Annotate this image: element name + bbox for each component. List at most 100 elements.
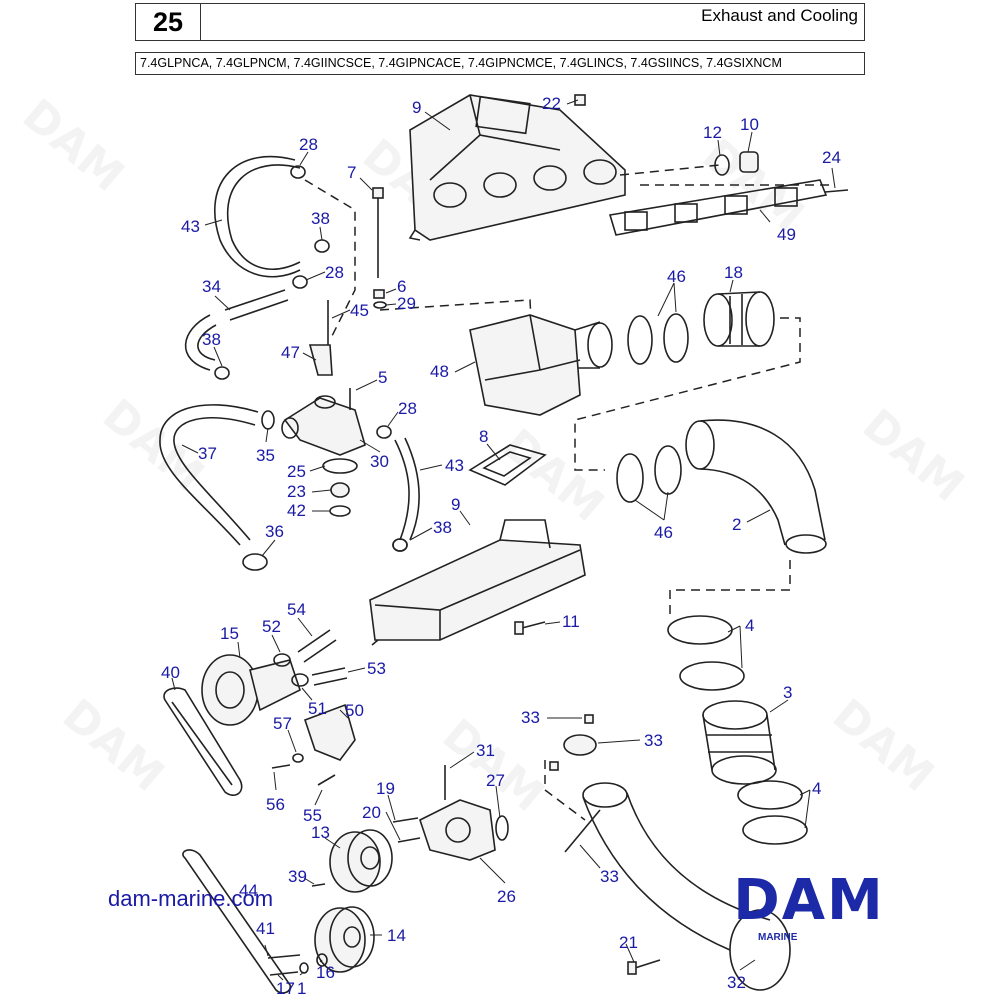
hose-clamp bbox=[261, 410, 275, 430]
callout-10: 10 bbox=[740, 115, 759, 134]
watermark-text: DAM bbox=[53, 689, 173, 802]
screw bbox=[584, 714, 594, 724]
hose bbox=[159, 404, 259, 546]
callout-38: 38 bbox=[433, 518, 452, 537]
callout-2: 2 bbox=[732, 515, 741, 534]
elbow-gasket bbox=[482, 451, 532, 477]
models-box: 7.4GLPNCA, 7.4GLPNCM, 7.4GIINCSCE, 7.4GI… bbox=[135, 52, 865, 75]
callout-33: 33 bbox=[644, 731, 663, 750]
exhaust-pipe bbox=[685, 419, 827, 554]
callout-28: 28 bbox=[325, 263, 344, 282]
hose bbox=[224, 289, 289, 321]
callout-43: 43 bbox=[181, 217, 200, 236]
nut bbox=[373, 289, 385, 299]
assembly-line bbox=[544, 760, 586, 821]
hose-clamp bbox=[376, 425, 392, 439]
callout-20: 20 bbox=[362, 803, 381, 822]
crank-pulley bbox=[314, 906, 375, 973]
callout-28: 28 bbox=[398, 399, 417, 418]
callout-55: 55 bbox=[303, 806, 322, 825]
tie-rod bbox=[372, 187, 384, 278]
bolt bbox=[271, 764, 291, 769]
callout-28: 28 bbox=[299, 135, 318, 154]
exhaust-tailpipe bbox=[582, 782, 791, 991]
callout-53: 53 bbox=[367, 659, 386, 678]
callout-23: 23 bbox=[287, 482, 306, 501]
hose bbox=[394, 437, 420, 541]
assembly-line bbox=[574, 317, 801, 471]
callout-44: 44 bbox=[239, 881, 258, 900]
callout-42: 42 bbox=[287, 501, 306, 520]
callout-21: 21 bbox=[619, 933, 638, 952]
callout-49: 49 bbox=[777, 225, 796, 244]
callout-9: 9 bbox=[451, 495, 460, 514]
watermark-text: DAM bbox=[853, 399, 973, 512]
callout-11: 11 bbox=[562, 612, 580, 631]
callout-4: 4 bbox=[812, 779, 821, 798]
circulating-pump bbox=[419, 799, 496, 861]
screw bbox=[549, 761, 559, 771]
hose-clamp bbox=[290, 165, 306, 179]
hose-clamp bbox=[292, 275, 308, 289]
callout-45: 45 bbox=[350, 301, 369, 320]
callout-43: 43 bbox=[445, 456, 464, 475]
bolt bbox=[521, 621, 546, 629]
callout-24: 24 bbox=[822, 148, 841, 167]
assembly-line bbox=[669, 560, 791, 615]
assembly-line bbox=[619, 164, 830, 186]
watermark-text: DAM bbox=[493, 419, 613, 532]
thermostat bbox=[330, 482, 350, 498]
model-list: 7.4GLPNCA, 7.4GLPNCM, 7.4GIINCSCE, 7.4GI… bbox=[140, 56, 782, 70]
o-ring bbox=[329, 505, 351, 517]
washer bbox=[373, 301, 387, 309]
callout-6: 6 bbox=[397, 277, 406, 296]
callout-47: 47 bbox=[281, 343, 300, 362]
callout-22: 22 bbox=[542, 94, 561, 113]
callout-50: 50 bbox=[345, 701, 364, 720]
hinge-pin bbox=[564, 809, 601, 853]
page-number-box: 25 bbox=[135, 3, 201, 41]
callout-15: 15 bbox=[220, 624, 239, 643]
pump-gasket bbox=[495, 815, 509, 841]
callout-35: 35 bbox=[256, 446, 275, 465]
callout-9: 9 bbox=[412, 98, 421, 117]
thermostat-gasket bbox=[322, 458, 358, 474]
brand-logo-text: DAM bbox=[733, 868, 885, 933]
lower-exhaust-manifold bbox=[369, 519, 586, 646]
page-number: 25 bbox=[152, 7, 184, 37]
brand-logo-subtext: MARINE bbox=[758, 932, 798, 943]
callout-46: 46 bbox=[654, 523, 673, 542]
callout-14: 14 bbox=[387, 926, 406, 945]
page-title: Exhaust and Cooling bbox=[701, 6, 858, 25]
callout-40: 40 bbox=[161, 663, 180, 682]
hose bbox=[311, 667, 348, 686]
hose-clamp bbox=[616, 453, 644, 503]
callout-1: 1 bbox=[297, 979, 306, 998]
washer bbox=[316, 953, 328, 967]
thermostat-housing bbox=[281, 395, 366, 456]
exhaust-elbow bbox=[469, 314, 613, 416]
bolt bbox=[634, 959, 661, 969]
exhaust-bellows bbox=[703, 291, 775, 347]
callout-30: 30 bbox=[370, 452, 389, 471]
callout-17: 17 bbox=[276, 979, 295, 998]
seawater-pump bbox=[201, 654, 301, 726]
callout-51: 51 bbox=[308, 699, 327, 718]
assembly-line bbox=[304, 179, 356, 341]
website-link[interactable]: dam-marine.com bbox=[108, 886, 274, 911]
callout-41: 41 bbox=[256, 919, 275, 938]
callout-37: 37 bbox=[198, 444, 217, 463]
bolt bbox=[267, 954, 301, 959]
hose-clamp bbox=[742, 815, 808, 845]
callout-33: 33 bbox=[521, 708, 540, 727]
assembly-line bbox=[379, 299, 533, 341]
bracket bbox=[308, 344, 333, 376]
hose-clamp bbox=[242, 553, 268, 571]
elbow-gasket bbox=[468, 444, 547, 486]
hose-clamp bbox=[314, 239, 330, 253]
exhaust-flapper bbox=[563, 734, 597, 756]
hose-clamp bbox=[667, 615, 733, 645]
callout-38: 38 bbox=[311, 209, 330, 228]
callout-56: 56 bbox=[266, 795, 285, 814]
callout-46: 46 bbox=[667, 267, 686, 286]
